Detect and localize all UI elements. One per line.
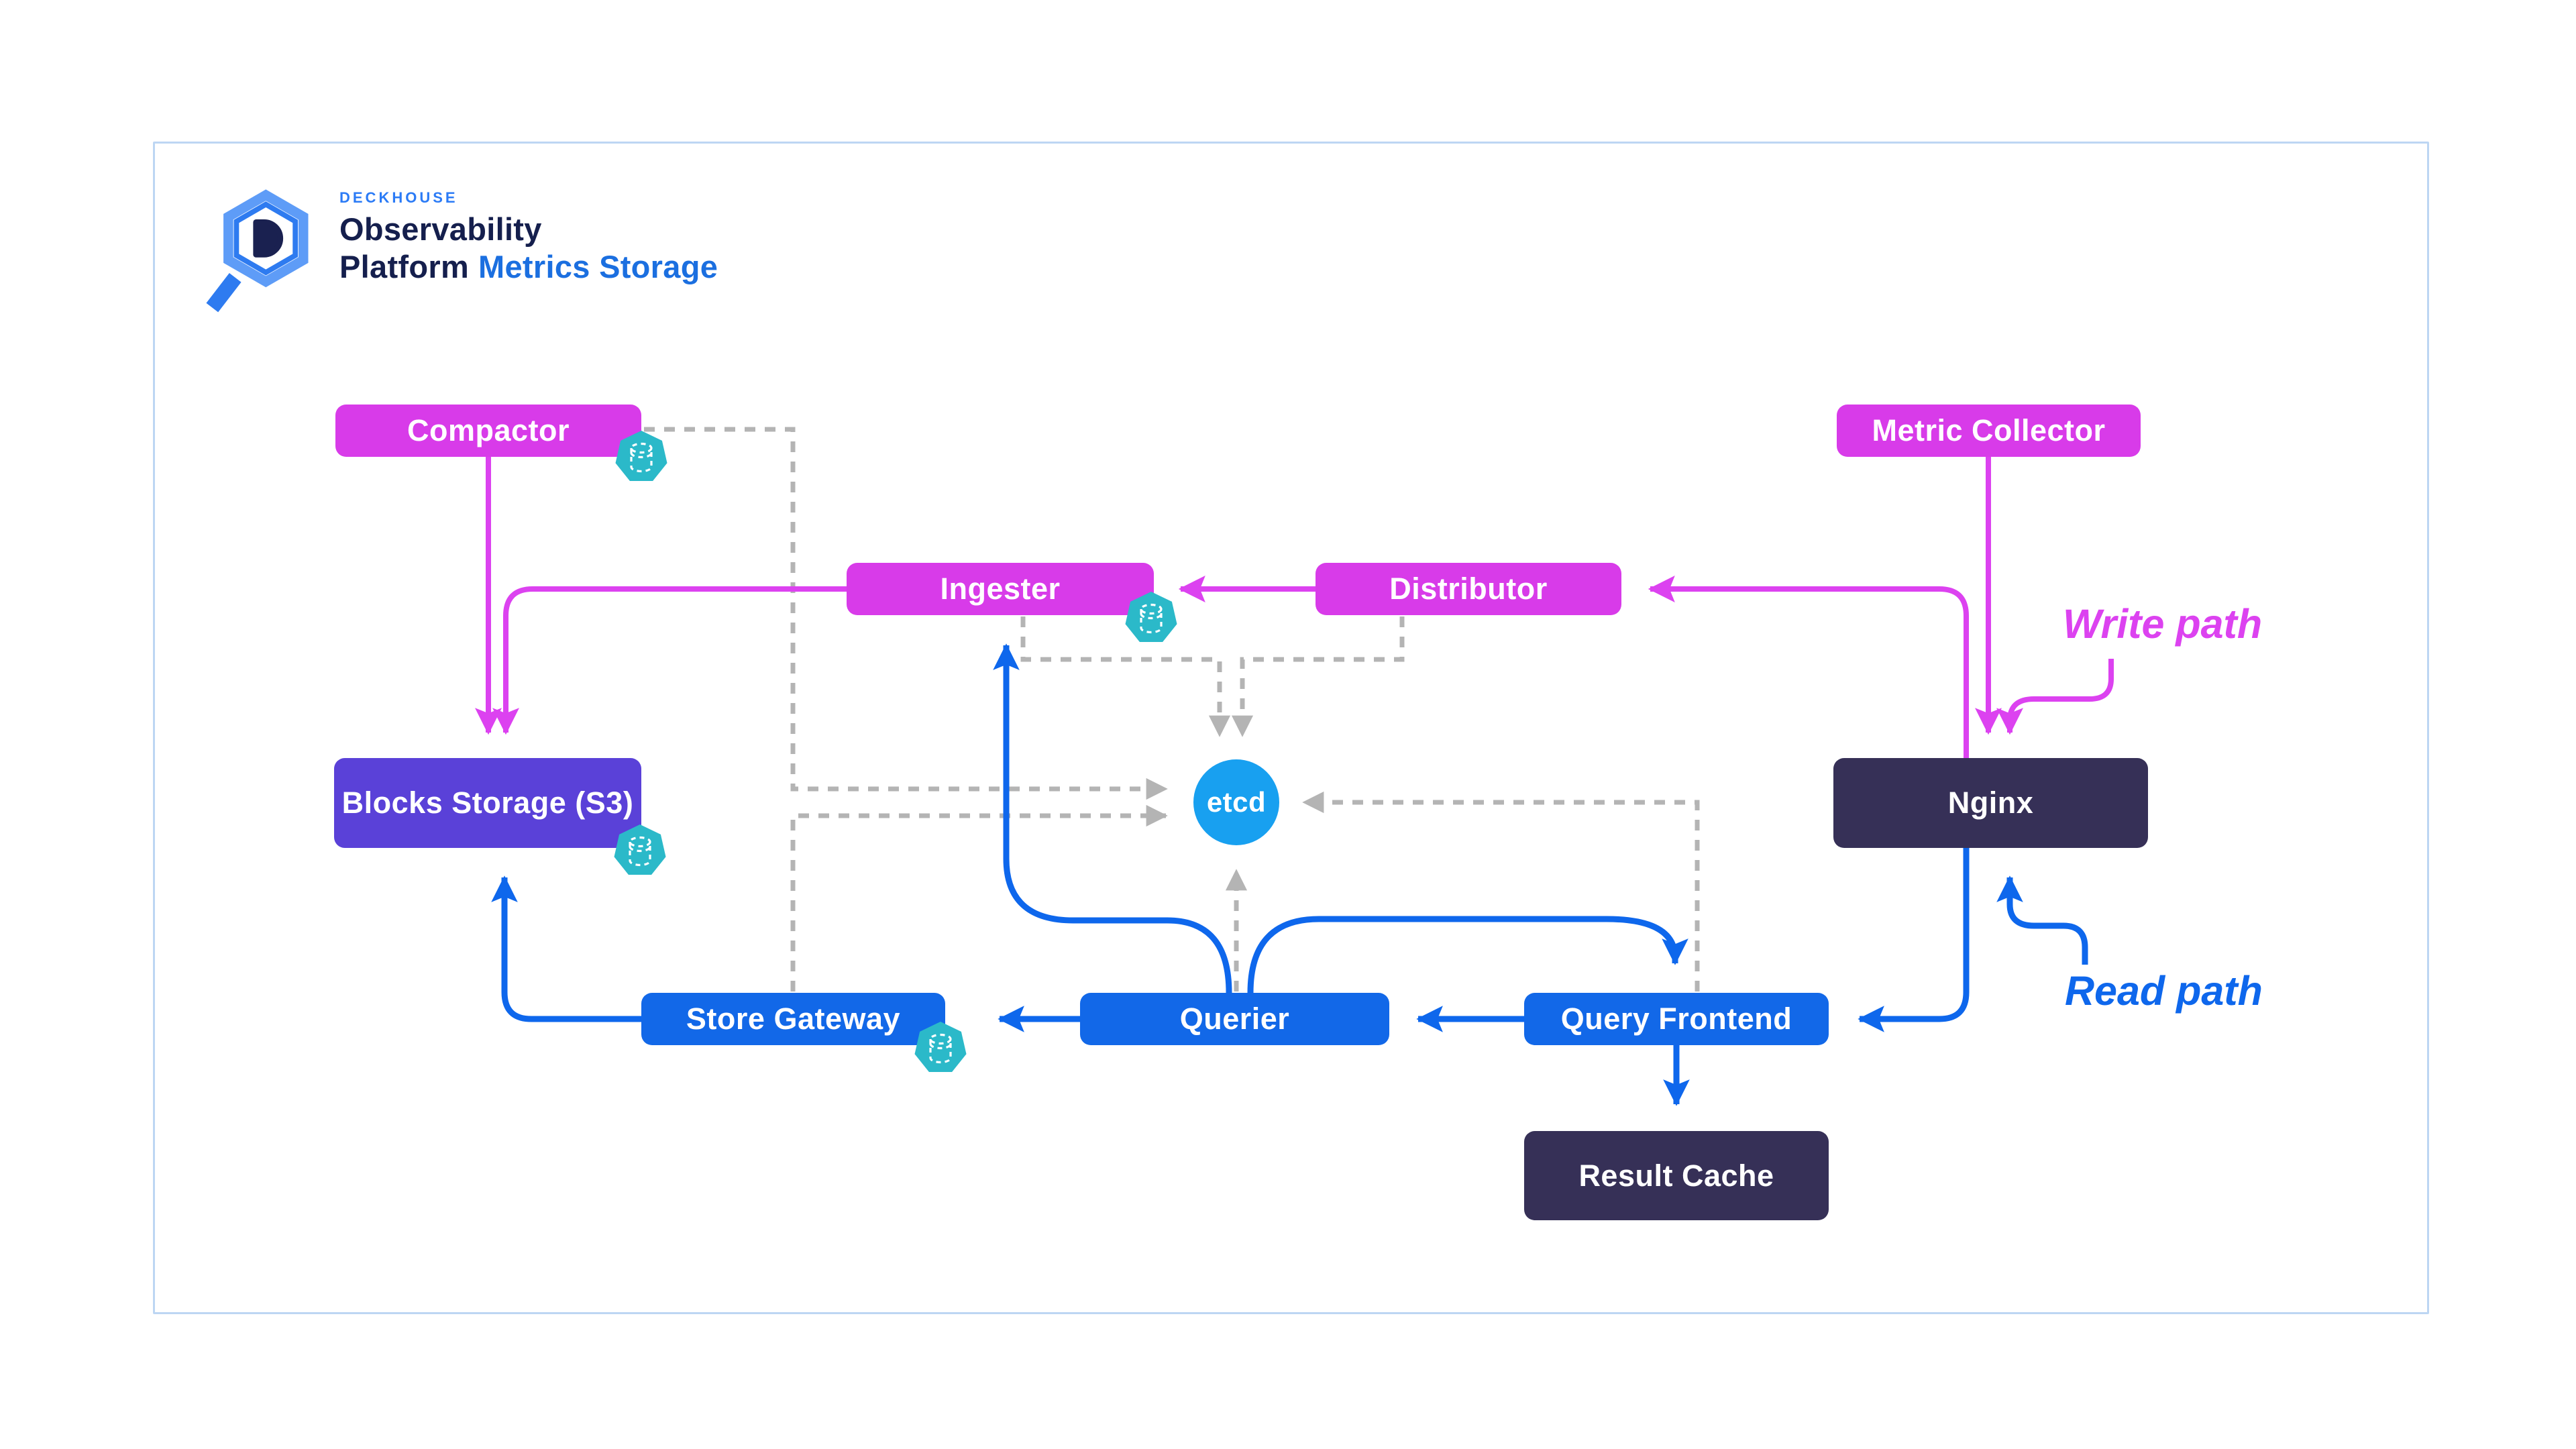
read-path-label: Read path: [2065, 968, 2263, 1014]
node-result-cache-label: Result Cache: [1578, 1158, 1774, 1193]
brand-title-line1: Observability: [339, 211, 542, 247]
node-distributor-label: Distributor: [1389, 572, 1548, 606]
edge-distributor-etcd: [1231, 616, 1405, 737]
hashring-db-badge-icon: [613, 824, 667, 877]
write-path-edges: [475, 457, 2114, 758]
brand-eyebrow: DECKHOUSE: [339, 189, 458, 206]
hashring-db-badge-icon: [914, 1021, 967, 1075]
read-path-edges: [491, 643, 2088, 1106]
edge-nginx-queryfrontend: [1858, 848, 1970, 1032]
node-distributor: Distributor: [1316, 563, 1621, 615]
ring-sync-edges: [644, 427, 1700, 991]
edge-querier-queryfrontend: [1247, 916, 1688, 994]
edge-storegateway-blocksstorage: [491, 875, 641, 1022]
node-blocks-storage: Blocks Storage (S3): [334, 758, 641, 848]
brand-product: Metrics Storage: [478, 249, 718, 285]
hashring-db-badge-icon: [614, 430, 668, 484]
node-ingester: Ingester: [847, 563, 1154, 615]
node-store-gateway-label: Store Gateway: [686, 1002, 901, 1036]
node-compactor: Compactor: [335, 405, 641, 457]
node-compactor-label: Compactor: [407, 413, 570, 447]
node-querier: Querier: [1080, 993, 1389, 1045]
edge-storegateway-etcd: [790, 804, 1168, 991]
node-querier-label: Querier: [1179, 1002, 1290, 1036]
edge-ingester-etcd: [1020, 616, 1231, 737]
node-store-gateway: Store Gateway: [641, 993, 945, 1045]
node-etcd-label: etcd: [1206, 786, 1267, 818]
diagram-frame: [153, 142, 2429, 1314]
edge-compactor-etcd: [644, 427, 1168, 800]
edge-querier-ingester: [993, 643, 1232, 994]
node-nginx-label: Nginx: [1947, 786, 2034, 820]
logo-d-glyph: [253, 219, 284, 258]
node-nginx: Nginx: [1833, 758, 2148, 848]
node-metric-collector-label: Metric Collector: [1872, 413, 2106, 447]
node-blocks-storage-label: Blocks Storage (S3): [341, 786, 634, 820]
edge-nginx-distributor: [1648, 576, 1969, 758]
read-path-callout-line: [1996, 875, 2088, 965]
node-query-frontend: Query Frontend: [1524, 993, 1829, 1045]
node-metric-collector: Metric Collector: [1837, 405, 2141, 457]
node-ingester-label: Ingester: [940, 572, 1061, 606]
brand-platform: Platform: [339, 249, 470, 285]
write-path-callout-line: [1996, 659, 2114, 735]
node-result-cache: Result Cache: [1524, 1131, 1829, 1220]
node-etcd: etcd: [1193, 759, 1279, 845]
node-query-frontend-label: Query Frontend: [1560, 1002, 1792, 1036]
magnifier-handle: [206, 273, 241, 313]
hashring-db-badge-icon: [1124, 591, 1178, 645]
write-path-label: Write path: [2063, 601, 2263, 647]
edge-queryfrontend-etcd: [1302, 791, 1700, 991]
deckhouse-hexagon-icon: [206, 189, 309, 313]
edge-ingester-blocksstorage: [492, 586, 847, 735]
